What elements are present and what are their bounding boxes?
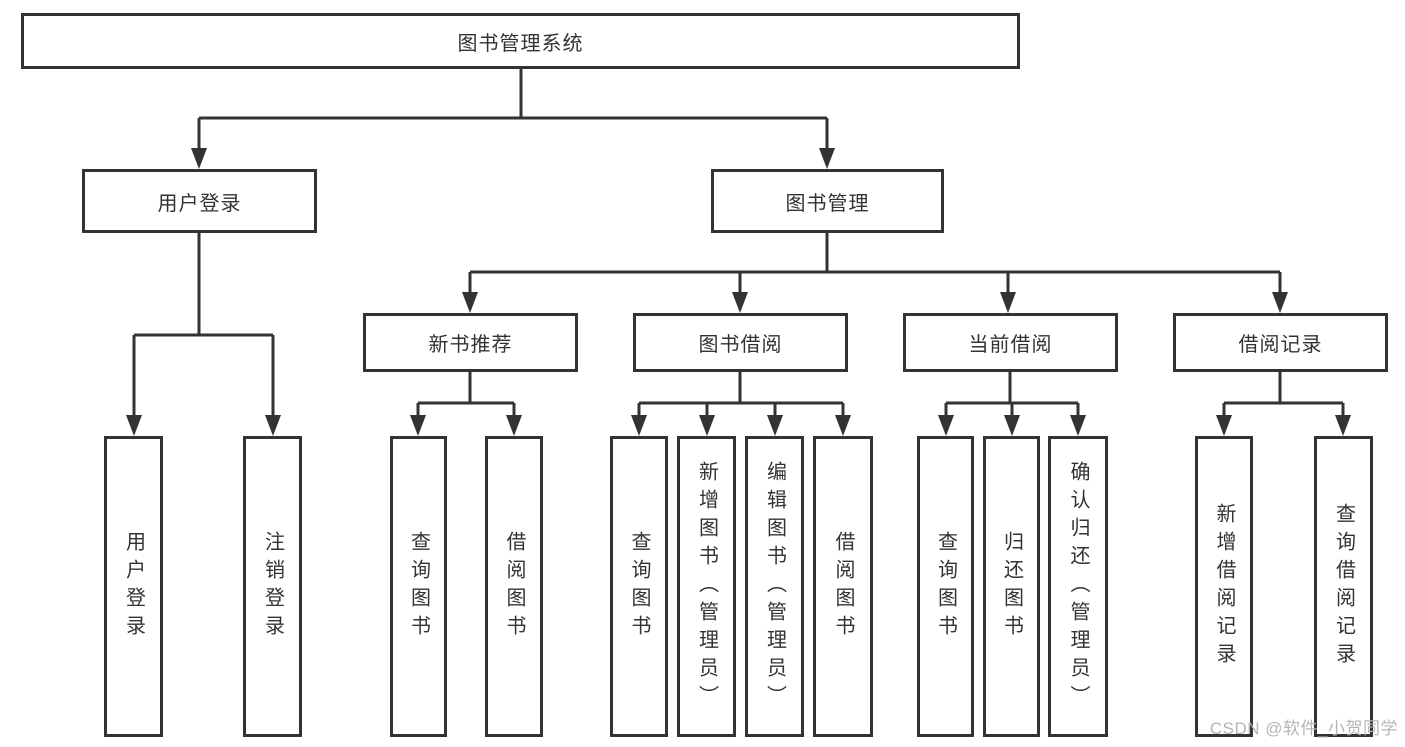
leaf-borrow-query-books: 查询图书 bbox=[610, 436, 668, 737]
node-user-login-module-label: 用户登录 bbox=[157, 192, 242, 215]
leaf-query-borrow-record-label: 查询借阅记录 bbox=[1332, 502, 1355, 671]
leaf-newbook-borrow-books-label: 借阅图书 bbox=[503, 530, 525, 643]
leaf-current-query-books: 查询图书 bbox=[917, 436, 974, 737]
leaf-return-books: 归还图书 bbox=[983, 436, 1040, 737]
node-new-book-recommend: 新书推荐 bbox=[363, 313, 578, 372]
node-root: 图书管理系统 bbox=[21, 13, 1020, 69]
leaf-add-borrow-record: 新增借阅记录 bbox=[1195, 436, 1253, 737]
node-book-management-label: 图书管理 bbox=[785, 192, 870, 215]
leaf-borrow-books-label: 借阅图书 bbox=[832, 530, 854, 643]
leaf-newbook-borrow-books: 借阅图书 bbox=[485, 436, 543, 737]
leaf-current-query-books-label: 查询图书 bbox=[934, 530, 957, 643]
leaf-edit-books-admin-label: 编辑图书（管理员） bbox=[763, 460, 786, 713]
node-current-borrow: 当前借阅 bbox=[903, 313, 1118, 372]
leaf-add-borrow-record-label: 新增借阅记录 bbox=[1213, 502, 1235, 671]
node-borrow-records: 借阅记录 bbox=[1173, 313, 1388, 372]
leaf-query-borrow-record: 查询借阅记录 bbox=[1314, 436, 1373, 737]
node-user-login-module: 用户登录 bbox=[82, 169, 317, 233]
leaf-newbook-query-books-label: 查询图书 bbox=[407, 530, 430, 643]
node-book-management: 图书管理 bbox=[711, 169, 944, 233]
leaf-logout: 注销登录 bbox=[243, 436, 302, 737]
leaf-user-login: 用户登录 bbox=[104, 436, 163, 737]
leaf-add-books-admin-label: 新增图书（管理员） bbox=[695, 460, 718, 713]
leaf-confirm-return-admin: 确认归还（管理员） bbox=[1048, 436, 1108, 737]
leaf-add-books-admin: 新增图书（管理员） bbox=[677, 436, 736, 737]
leaf-logout-label: 注销登录 bbox=[261, 530, 284, 643]
csdn-watermark: CSDN @软件_小贺同学 bbox=[1209, 719, 1398, 738]
leaf-newbook-query-books: 查询图书 bbox=[390, 436, 447, 737]
leaf-confirm-return-admin-label: 确认归还（管理员） bbox=[1067, 460, 1089, 713]
node-book-borrow-label: 图书借阅 bbox=[698, 334, 783, 356]
node-book-borrow: 图书借阅 bbox=[633, 313, 848, 372]
leaf-user-login-label: 用户登录 bbox=[122, 530, 145, 643]
node-root-label: 图书管理系统 bbox=[457, 32, 584, 55]
node-new-book-recommend-label: 新书推荐 bbox=[428, 334, 513, 356]
leaf-edit-books-admin: 编辑图书（管理员） bbox=[745, 436, 804, 737]
node-borrow-records-label: 借阅记录 bbox=[1238, 334, 1323, 356]
leaf-borrow-query-books-label: 查询图书 bbox=[628, 530, 650, 643]
leaf-borrow-books: 借阅图书 bbox=[813, 436, 873, 737]
node-current-borrow-label: 当前借阅 bbox=[968, 334, 1053, 356]
leaf-return-books-label: 归还图书 bbox=[1000, 530, 1023, 643]
